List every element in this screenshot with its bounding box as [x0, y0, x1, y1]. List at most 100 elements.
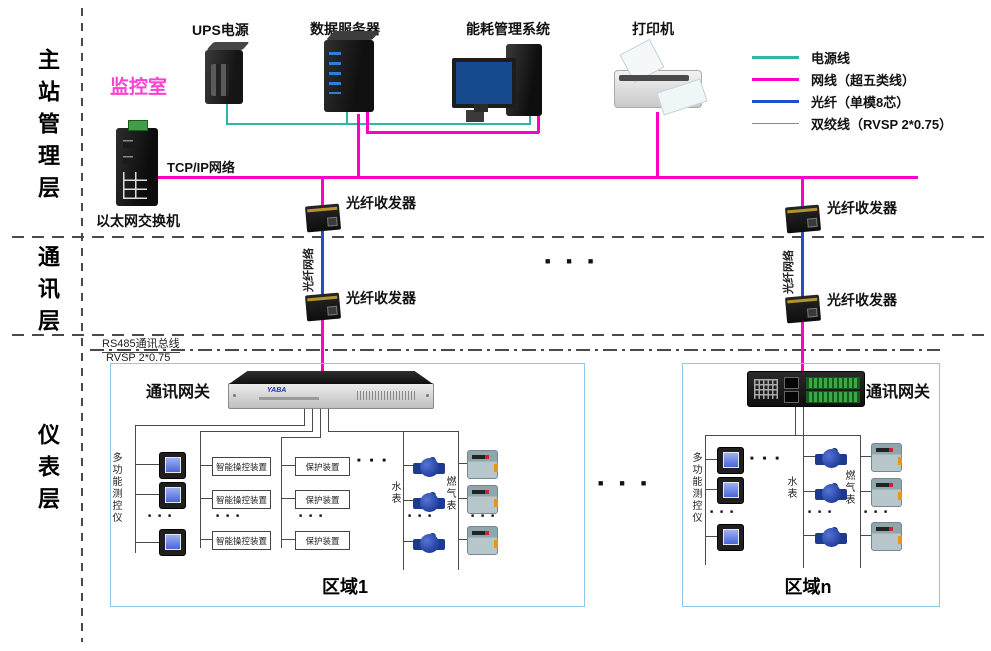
meter-device [717, 477, 744, 504]
meter-device [717, 447, 744, 474]
gas-meter-device [467, 526, 498, 555]
protect-device-box: 保护装置 [295, 531, 350, 550]
energy-monitor-device [452, 58, 516, 112]
gas-label-rn: 燃气表 [843, 470, 854, 506]
gas-meter-device [467, 450, 498, 479]
stub-meter [135, 464, 160, 465]
stub-control [200, 539, 212, 540]
water-meter-device [815, 443, 847, 469]
branch-meters-r1 [135, 425, 305, 426]
layer-label-communication: 通讯层 [35, 245, 60, 341]
stub-water-rn [803, 535, 815, 536]
meter-device [159, 529, 186, 556]
lan-cable-energy-stub [537, 108, 540, 133]
meter-ellipsis-rn: ■■■ [710, 509, 741, 515]
gateway-device-r1: YABA [228, 383, 434, 409]
rs485-bus-line [90, 349, 940, 351]
branch-rn [705, 435, 861, 436]
power-cable-energy [529, 110, 531, 125]
bus-water-rn [803, 435, 804, 568]
meter-ellipsis-r1: ■■■ [148, 513, 179, 519]
stub-gas [458, 539, 468, 540]
lan-drop-transceiver-right [801, 178, 804, 207]
control-device-box: 智能操控装置 [212, 531, 271, 550]
fiber-transceiver-right-bottom [784, 294, 822, 324]
power-cable-server [346, 110, 348, 125]
gateway-screw [233, 394, 236, 397]
stub-meter-rn [705, 536, 717, 537]
legend-row-lan: 网线（超五类线） [752, 70, 915, 89]
stub-meter [135, 494, 160, 495]
region-n-title: 区域n [784, 577, 832, 597]
meter-device [159, 482, 186, 509]
legend-swatch-lan [752, 78, 799, 81]
gas-label-r1: 燃气表 [444, 476, 455, 512]
meter-label-rn: 多功能测控仪 [690, 452, 701, 524]
region-gap-ellipsis: ■■■ [598, 478, 663, 488]
layer-divider-vertical [81, 8, 83, 642]
bus-gas-rn [860, 435, 861, 568]
rs485-stub-4 [328, 408, 329, 431]
branch-control-r1 [200, 431, 313, 432]
bus-protect-r1 [281, 437, 282, 548]
gateway-terminal-block [806, 391, 860, 403]
bus-gas-r1 [458, 431, 459, 570]
stub-control [200, 465, 212, 466]
tcpip-label: TCP/IP网络 [167, 160, 235, 175]
lan-cable-server-stub [366, 112, 369, 133]
bus-meters-r1 [135, 425, 136, 553]
stub-control [200, 498, 212, 499]
fiber-network-label-right: 光纤网络 [783, 250, 795, 294]
legend-label-fiber: 光纤（单模8芯） [811, 95, 910, 110]
lan-cable-server-energy [366, 131, 539, 134]
rs485-stub-3 [320, 408, 321, 437]
stub-protect [281, 465, 295, 466]
gateway-brand-r1: YABA [267, 387, 287, 394]
printer-top-band [619, 75, 689, 81]
printer-device [614, 70, 702, 108]
gateway-subtext-r1 [259, 397, 319, 400]
transceiver-label-right-top: 光纤收发器 [827, 200, 897, 216]
monitor-room-label: 监控室 [110, 77, 168, 98]
rvsp-label: RVSP 2*0.75 [106, 352, 171, 364]
transceiver-label-right-bottom: 光纤收发器 [827, 292, 897, 308]
stub-meter [135, 542, 160, 543]
switch-ports [123, 140, 133, 166]
server-device [324, 40, 374, 112]
energy-system-label: 能耗管理系统 [466, 21, 550, 37]
water-meter-device [413, 528, 445, 554]
region-1-box [110, 363, 585, 607]
printer-label: 打印机 [632, 21, 674, 37]
bus-meters-rn [705, 435, 706, 565]
lan-drop-server [357, 114, 360, 178]
gateway-device-rn [747, 371, 865, 407]
fiber-transceiver-left-top [304, 203, 342, 233]
layer-divider-2 [12, 334, 986, 336]
control-device-box: 智能操控装置 [212, 457, 271, 476]
stub-gas-rn [860, 535, 871, 536]
branch-water-gas-r1 [328, 431, 458, 432]
control-ellipsis-r1: ■■■ [216, 513, 247, 519]
stub-meter-rn [705, 459, 717, 460]
stub-gas-rn [860, 456, 871, 457]
gas-meter-device [871, 443, 902, 472]
water-meter-device [815, 478, 847, 504]
fiber-transceiver-right-top [784, 204, 822, 234]
water-ellipsis-rn: ■■■ [808, 509, 839, 515]
gateway-dip-switches [754, 379, 778, 399]
legend-row-power: 电源线 [752, 48, 850, 67]
layer-divider-1 [12, 236, 986, 238]
meter-device [717, 524, 744, 551]
ups-label: UPS电源 [192, 22, 249, 38]
power-cable-bus [226, 123, 530, 125]
legend-swatch-power [752, 56, 799, 59]
gateway-label-rn: 通讯网关 [866, 384, 931, 401]
gas-ellipsis-r1: ■■■ [471, 513, 502, 519]
stub-gas [458, 498, 468, 499]
fiber-link-right [801, 231, 804, 297]
fiber-link-left [321, 230, 324, 296]
lan-drop-gateway-right [801, 320, 804, 372]
layer-label-management: 主站管理层 [35, 48, 60, 208]
legend-label-lan: 网线（超五类线） [811, 73, 916, 88]
